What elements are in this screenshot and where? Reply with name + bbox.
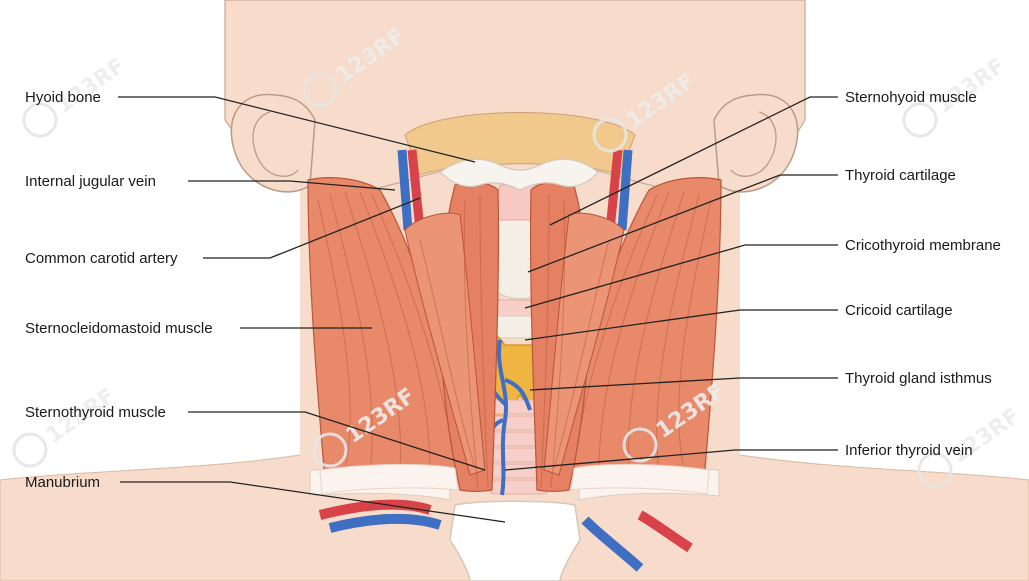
label-common-carotid-artery: Common carotid artery — [25, 250, 178, 267]
svg-text:123RF: 123RF — [932, 54, 1010, 119]
label-thyroid-cartilage: Thyroid cartilage — [845, 167, 956, 184]
right-internal-jugular-vein — [622, 150, 628, 230]
label-cricothyroid-membrane: Cricothyroid membrane — [845, 237, 1001, 254]
left-ear — [231, 95, 315, 192]
manubrium-bone — [450, 501, 580, 581]
labels-right: Sternohyoid muscle Thyroid cartilage Cri… — [845, 89, 1001, 459]
label-sternothyroid-muscle: Sternothyroid muscle — [25, 404, 166, 421]
label-thyroid-gland-isthmus: Thyroid gland isthmus — [845, 370, 992, 387]
label-internal-jugular-vein: Internal jugular vein — [25, 173, 156, 190]
label-sternohyoid-muscle: Sternohyoid muscle — [845, 89, 977, 106]
svg-text:123RF: 123RF — [52, 54, 130, 119]
label-sternocleidomastoid-muscle: Sternocleidomastoid muscle — [25, 320, 213, 337]
label-hyoid-bone: Hyoid bone — [25, 89, 101, 106]
left-internal-jugular-vein — [402, 150, 408, 230]
label-cricoid-cartilage: Cricoid cartilage — [845, 302, 953, 319]
label-manubrium: Manubrium — [25, 474, 100, 491]
label-inferior-thyroid-vein: Inferior thyroid vein — [845, 442, 973, 459]
svg-text:123RF: 123RF — [947, 404, 1025, 469]
